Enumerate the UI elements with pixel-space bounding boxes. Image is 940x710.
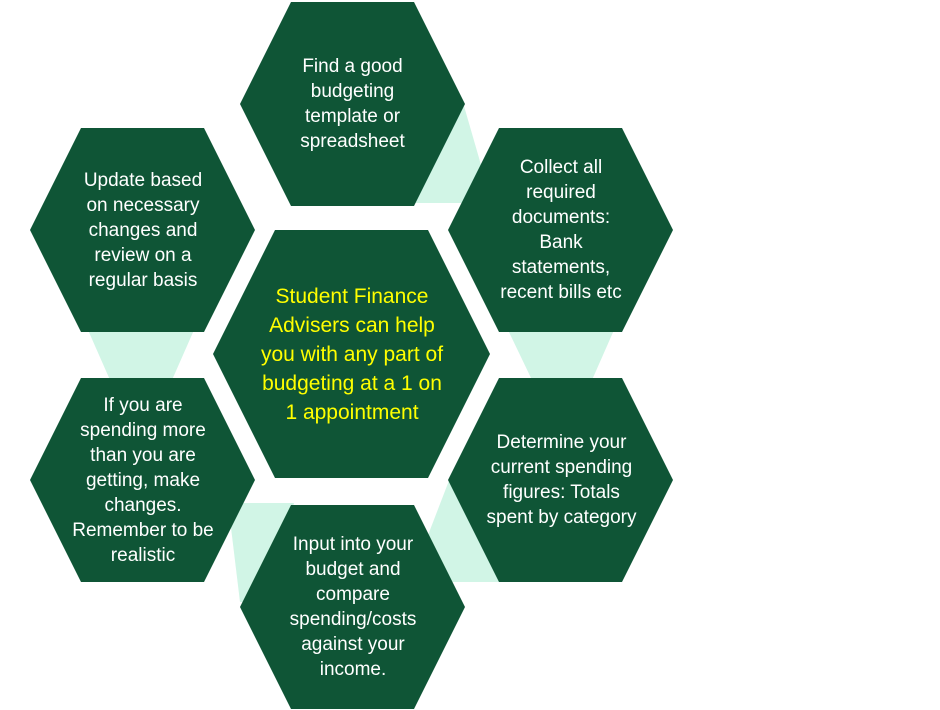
step-1: Find a good budgeting template or spread… [290,2,415,206]
step-2-text: Collect all required documents: Bank sta… [500,157,622,303]
connector-4-5 [228,503,294,602]
step-4: Input into your budget and compare spend… [282,505,424,709]
step-1-text: Find a good budgeting template or spread… [300,56,405,152]
step-3-text: Determine your current spending figures:… [486,432,637,528]
hex-step-5 [30,378,255,582]
hex-step-3 [448,378,673,582]
connector-2-3 [508,330,614,380]
step-4-text: Input into your budget and compare spend… [289,534,417,680]
center-text: Student Finance Advisers can help you wi… [260,284,444,424]
step-2: Collect all required documents: Bank sta… [500,128,622,332]
step-6-text: Update based on necessary changes and re… [83,169,203,291]
step-5-text: If you are spending more than you are ge… [72,394,214,566]
connector-1-2 [410,106,492,203]
step-6: Update based on necessary changes and re… [76,128,210,332]
hex-center [213,230,490,478]
hex-step-4 [240,505,465,709]
hex-step-1 [240,2,465,206]
step-3: Determine your current spending figures:… [484,378,639,582]
hex-step-2 [448,128,673,332]
hex-step-6 [30,128,255,332]
center-message: Student Finance Advisers can help you wi… [258,230,446,478]
step-5: If you are spending more than you are ge… [68,378,218,582]
connector-5-6 [88,330,194,380]
